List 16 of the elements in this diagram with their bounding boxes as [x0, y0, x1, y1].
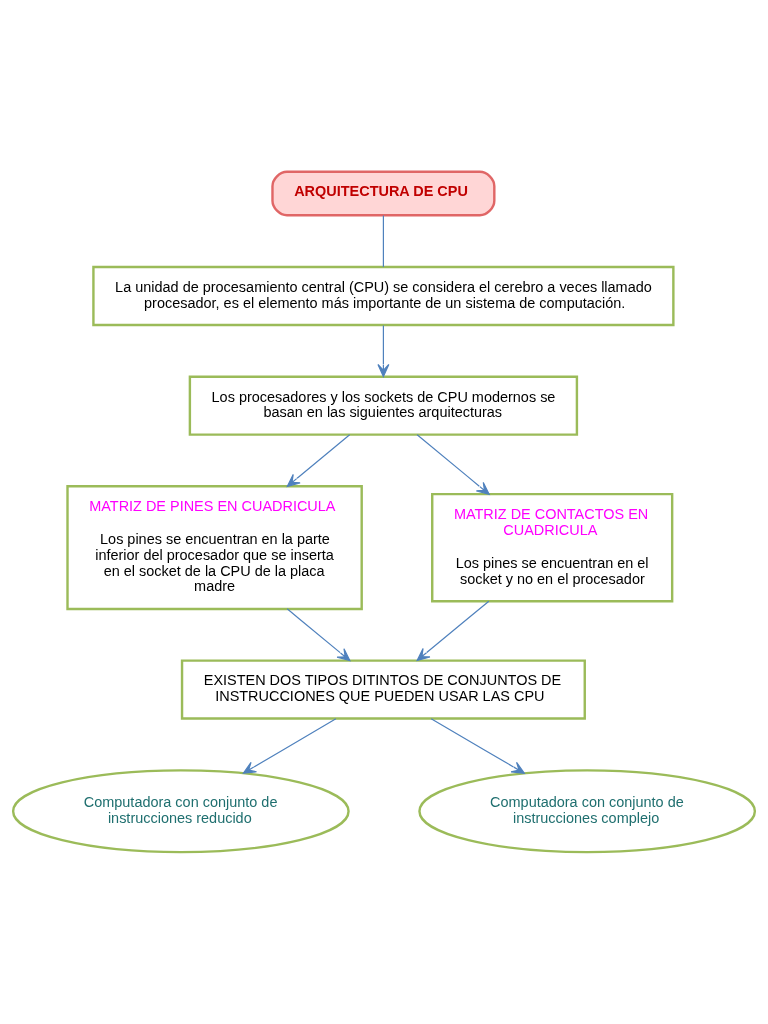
arrow	[416, 434, 490, 495]
arrow	[242, 718, 337, 774]
arrow	[416, 600, 490, 661]
arrow	[286, 608, 351, 662]
arrow	[377, 324, 390, 378]
node-box: La unidad de procesamiento central (CPU) se considera el cerebro a veces llamado procesador, es el elemento más importante de un sistema de computación.	[92, 265, 675, 327]
node-box: MATRIZ DE CONTACTOS EN CUADRICULA Los pines se encuentran en el socket y no en el procesador	[431, 492, 674, 603]
node-box: EXISTEN DOS TIPOS DITINTOS DE CONJUNTOS DE INSTRUCCIONES QUE PUEDEN USAR LAS CPU	[180, 659, 586, 720]
node-ellipse: Computadora con conjunto de instrucciones complejo	[418, 769, 757, 854]
node-box: Los procesadores y los sockets de CPU modernos se basan en las siguientes arquitecturas	[188, 375, 579, 436]
node-box: MATRIZ DE PINES EN CUADRICULA Los pines se encuentran en la parte inferior del procesador que se inserta en el socket de la CPU de la placa madre	[66, 485, 363, 611]
connector	[382, 214, 384, 268]
node-box: ARQUITECTURA DE CPU	[271, 170, 496, 217]
arrow	[286, 434, 351, 487]
arrow	[430, 718, 525, 774]
node-ellipse: Computadora con conjunto de instrucciones reducido	[11, 769, 350, 854]
